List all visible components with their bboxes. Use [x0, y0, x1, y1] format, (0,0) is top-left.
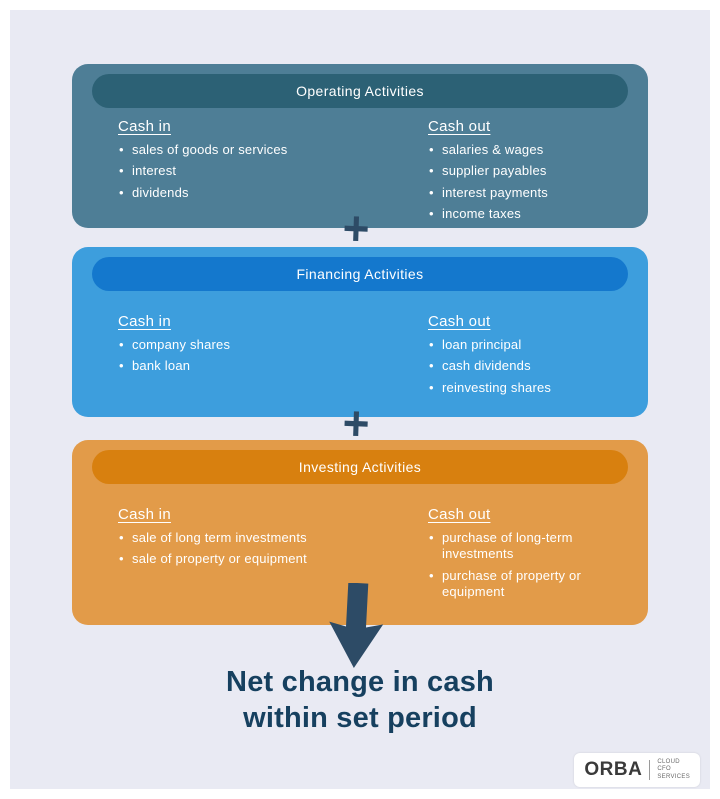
cash-out-list: loan principal cash dividends reinvestin… [428, 337, 626, 396]
net-change-line2: within set period [243, 702, 477, 735]
financing-columns: Cash in company shares bank loan Cash ou… [118, 313, 626, 401]
list-item: salaries & wages [428, 142, 626, 159]
net-change-caption: Net change in cash within set period [0, 664, 720, 737]
cash-in-label: Cash in [118, 313, 171, 330]
operating-columns: Cash in sales of goods or services inter… [118, 118, 626, 227]
list-item: interest payments [428, 185, 626, 202]
section-title: Investing Activities [298, 459, 422, 475]
operating-cash-out-column: Cash out salaries & wages supplier payab… [428, 118, 626, 227]
section-title: Financing Activities [296, 266, 424, 282]
cash-out-label: Cash out [428, 118, 491, 135]
cash-in-list: company shares bank loan [118, 337, 428, 375]
list-item: supplier payables [428, 163, 626, 180]
cash-in-label: Cash in [118, 118, 171, 135]
operating-activities-box: Operating Activities Cash in sales of go… [72, 64, 648, 228]
logo-tagline-line: CLOUD [657, 758, 680, 765]
list-item: income taxes [428, 206, 626, 223]
list-item: cash dividends [428, 358, 626, 375]
list-item: sale of property or equipment [118, 551, 428, 568]
list-item: reinvesting shares [428, 380, 626, 397]
section-title: Operating Activities [296, 83, 424, 99]
plus-icon: + [341, 395, 371, 451]
list-item: sale of long term investments [118, 530, 428, 547]
net-change-line1: Net change in cash [226, 666, 494, 698]
investing-cash-in-column: Cash in sale of long term investments sa… [118, 506, 428, 605]
logo-divider [649, 759, 651, 780]
list-item: purchase of long-term investments [428, 530, 626, 563]
logo-tagline-line: CFO [657, 766, 671, 772]
investing-activities-header: Investing Activities [92, 450, 628, 484]
financing-cash-in-column: Cash in company shares bank loan [118, 313, 428, 401]
list-item: dividends [118, 185, 428, 202]
list-item: loan principal [428, 337, 626, 354]
list-item: sales of goods or services [118, 142, 428, 159]
investing-cash-out-column: Cash out purchase of long-term investmen… [428, 506, 626, 605]
logo-brand-text: ORBA [584, 758, 643, 780]
operating-activities-header: Operating Activities [92, 74, 628, 108]
list-item: purchase of property or equipment [428, 568, 626, 601]
cash-out-list: purchase of long-term investments purcha… [428, 530, 626, 600]
investing-columns: Cash in sale of long term investments sa… [118, 506, 626, 605]
orba-logo: ORBA CLOUD CFO SERVICES [574, 752, 700, 787]
cash-in-label: Cash in [118, 506, 171, 523]
logo-tagline-line: SERVICES [657, 773, 690, 780]
financing-activities-box: Financing Activities Cash in company sha… [72, 247, 648, 417]
financing-cash-out-column: Cash out loan principal cash dividends r… [428, 313, 626, 401]
plus-icon: + [341, 200, 371, 256]
down-arrow-icon [320, 582, 392, 676]
operating-cash-in-column: Cash in sales of goods or services inter… [118, 118, 428, 227]
cash-out-list: salaries & wages supplier payables inter… [428, 142, 626, 222]
investing-activities-box: Investing Activities Cash in sale of lon… [72, 440, 648, 625]
list-item: company shares [118, 337, 428, 354]
list-item: interest [118, 163, 428, 180]
cash-out-label: Cash out [428, 506, 491, 523]
list-item: bank loan [118, 358, 428, 375]
logo-tagline: CLOUD CFO SERVICES [657, 759, 690, 782]
cash-in-list: sales of goods or services interest divi… [118, 142, 428, 201]
cash-out-label: Cash out [428, 313, 491, 330]
financing-activities-header: Financing Activities [92, 257, 628, 291]
cash-in-list: sale of long term investments sale of pr… [118, 530, 428, 568]
